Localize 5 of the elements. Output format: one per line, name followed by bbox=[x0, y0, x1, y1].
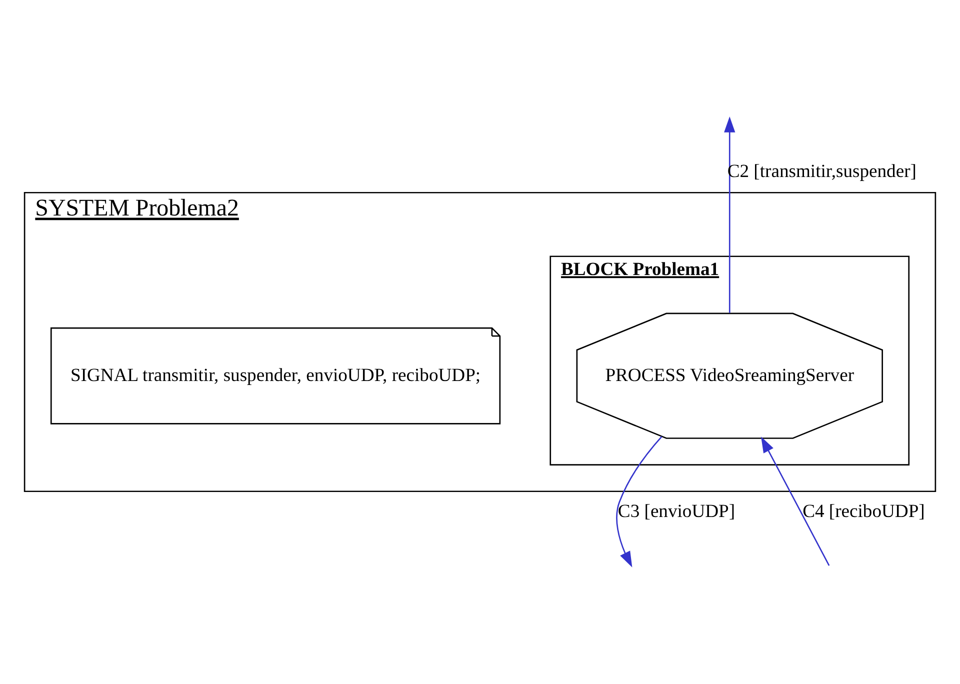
edge-label: C4 [reciboUDP] bbox=[802, 500, 925, 522]
arrow bbox=[761, 436, 830, 566]
arrow bbox=[616, 436, 662, 568]
arrow bbox=[724, 116, 736, 313]
edge-label: C3 [envioUDP] bbox=[618, 500, 736, 522]
